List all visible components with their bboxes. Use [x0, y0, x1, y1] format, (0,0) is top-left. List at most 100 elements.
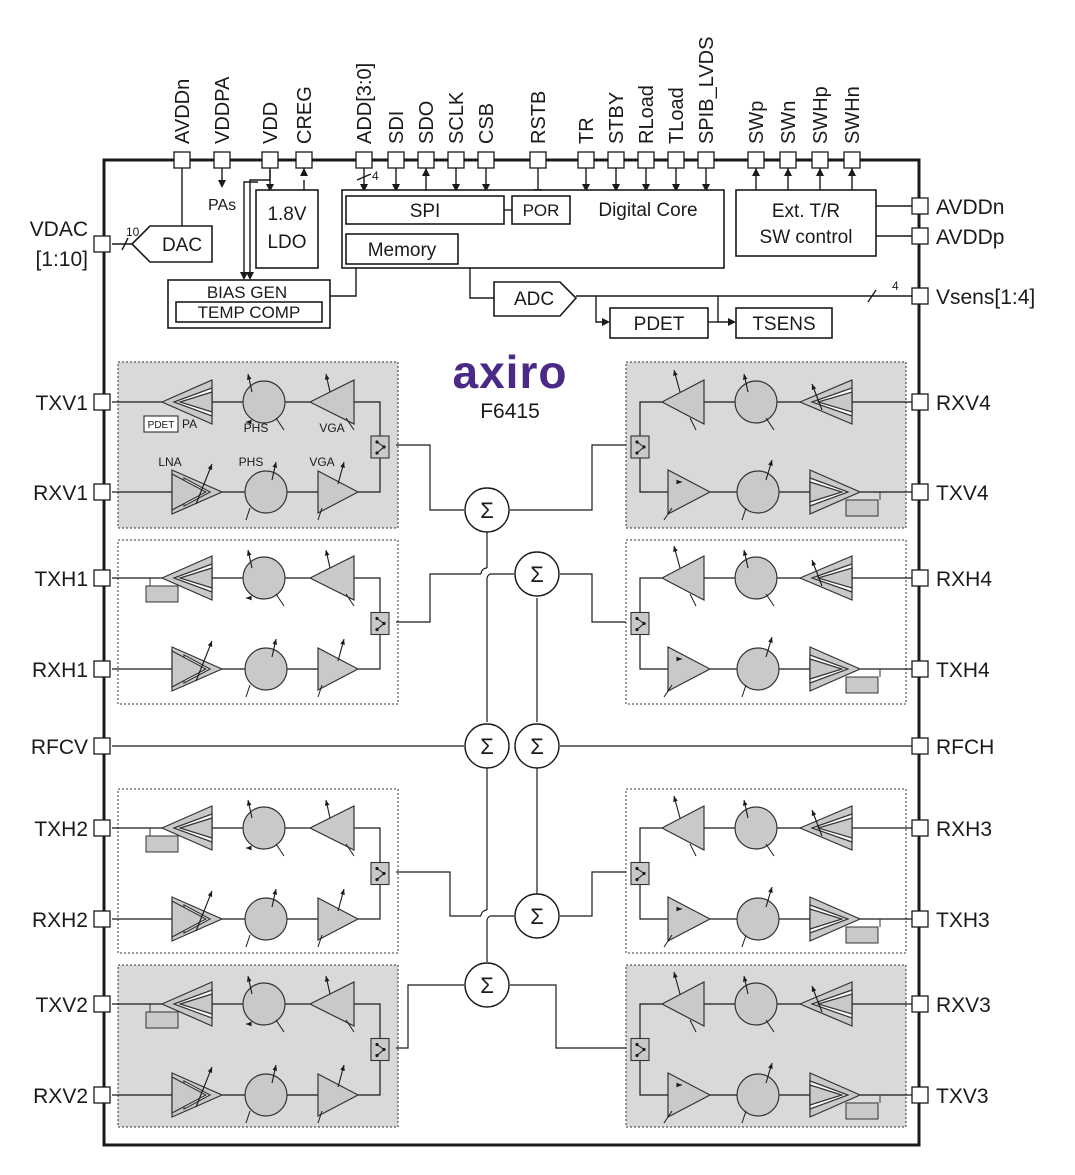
- top-pin-label: CSB: [476, 103, 498, 144]
- left-pin-box: [93, 910, 111, 928]
- left-pin-label: RFCV: [31, 736, 88, 759]
- tsens-block: [735, 307, 833, 339]
- right-pin-box: [911, 569, 929, 587]
- top-pin-label: SWHp: [810, 86, 832, 144]
- top-pin-label: VDDPA: [212, 76, 234, 144]
- sum-symbol: Σ: [530, 904, 544, 929]
- top-pin-label: TR: [576, 117, 598, 144]
- left-pin-box: [93, 483, 111, 501]
- sum-node: [464, 723, 510, 769]
- right-pin-label: TXV3: [936, 1085, 989, 1108]
- left-pin-label: TXV1: [35, 392, 88, 415]
- top-pin-box: [529, 151, 547, 169]
- left-pin-box: [93, 569, 111, 587]
- memory-label: Memory: [368, 240, 437, 261]
- channel-blocks: [112, 361, 912, 1128]
- top-pin-box: [577, 151, 595, 169]
- tsens-label: TSENS: [752, 314, 815, 335]
- sum-symbol: Σ: [480, 498, 494, 523]
- right-pin-box: [911, 910, 929, 928]
- top-pin-label: SDO: [416, 101, 438, 144]
- right-pin-box: [911, 197, 929, 215]
- sum-node: [464, 487, 510, 533]
- channel-block: [112, 361, 399, 529]
- pa-label: PA: [182, 417, 197, 431]
- phs-label-rx: PHS: [239, 455, 264, 469]
- bias-gen-label: BIAS GEN: [207, 283, 287, 302]
- ext-sw-block: [735, 189, 877, 257]
- ldo-block: [255, 189, 319, 269]
- right-pin-box: [911, 227, 929, 245]
- left-pin-label: RXH2: [32, 909, 88, 932]
- left-pin-box: [93, 995, 111, 1013]
- right-pin-label: AVDDn: [936, 196, 1004, 219]
- vsens-bus-width: 4: [892, 279, 899, 293]
- brand-logo: axiro: [453, 346, 568, 398]
- vga-label-tx: VGA: [319, 421, 344, 435]
- top-pin-box: [811, 151, 829, 169]
- right-pin-box: [911, 287, 929, 305]
- top-pin-label: SPIB_LVDS: [696, 37, 718, 144]
- sum-node: [514, 723, 560, 769]
- top-pin-box: [355, 151, 373, 169]
- channel-block: [625, 361, 912, 529]
- lna-label: LNA: [158, 455, 181, 469]
- channel-block: [625, 964, 912, 1128]
- top-pin-box: [213, 151, 231, 169]
- adc-block: [493, 281, 578, 317]
- right-pin-box: [911, 483, 929, 501]
- ext-sw-label-1: Ext. T/R: [772, 201, 840, 222]
- right-pin-box: [911, 737, 929, 755]
- top-pin-box: [261, 151, 279, 169]
- tr-switch-icon: [370, 611, 390, 636]
- sum-symbol: Σ: [530, 734, 544, 759]
- right-pin-label: RXV3: [936, 994, 991, 1017]
- sum-symbol: Σ: [530, 562, 544, 587]
- left-pin-box: [93, 737, 111, 755]
- left-pin-label: RXV1: [33, 482, 88, 505]
- top-pin-box: [295, 151, 313, 169]
- temp-comp-label: TEMP COMP: [198, 303, 301, 322]
- left-pin-box: [93, 393, 111, 411]
- left-pin-label: TXH1: [34, 568, 88, 591]
- top-pin-label: RLoad: [636, 85, 658, 144]
- chip-outline: [102, 158, 921, 1147]
- pdet-label: PDET: [634, 314, 685, 335]
- tr-switch-icon: [370, 1037, 390, 1062]
- left-pin-label: VDAC: [30, 218, 88, 241]
- top-pin-box: [843, 151, 861, 169]
- phs-label-tx: PHS: [244, 421, 269, 435]
- right-pin-label: RFCH: [936, 736, 994, 759]
- tr-switch-icon: [630, 1037, 650, 1062]
- part-number: F6415: [480, 400, 540, 423]
- right-pin-box: [911, 393, 929, 411]
- right-pin-label: Vsens[1:4]: [936, 286, 1035, 309]
- right-pin-label: RXH3: [936, 818, 992, 841]
- vga-label-rx: VGA: [309, 455, 334, 469]
- left-pin-label: [1:10]: [35, 248, 88, 271]
- left-pin-label: RXH1: [32, 659, 88, 682]
- right-pin-label: TXV4: [936, 482, 989, 505]
- tr-switch-icon: [630, 611, 650, 636]
- digital-core-label: Digital Core: [598, 200, 697, 221]
- top-pin-box: [667, 151, 685, 169]
- top-pin-box: [747, 151, 765, 169]
- tr-switch-icon: [630, 861, 650, 886]
- top-pin-label: RSTB: [528, 91, 550, 144]
- right-pin-box: [911, 819, 929, 837]
- vdac-bus-width: 10: [126, 225, 140, 239]
- top-pin-box: [477, 151, 495, 169]
- left-pin-box: [93, 819, 111, 837]
- top-wiring: [158, 168, 856, 280]
- right-pin-label: TXH3: [936, 909, 990, 932]
- adc-label: ADC: [514, 289, 554, 310]
- top-pin-box: [447, 151, 465, 169]
- top-pin-label: ADD[3:0]: [354, 63, 376, 144]
- ldo-label-2: LDO: [267, 232, 306, 253]
- sum-symbol: Σ: [480, 734, 494, 759]
- top-pin-box: [387, 151, 405, 169]
- top-pin-box: [637, 151, 655, 169]
- dac-label: DAC: [162, 235, 202, 256]
